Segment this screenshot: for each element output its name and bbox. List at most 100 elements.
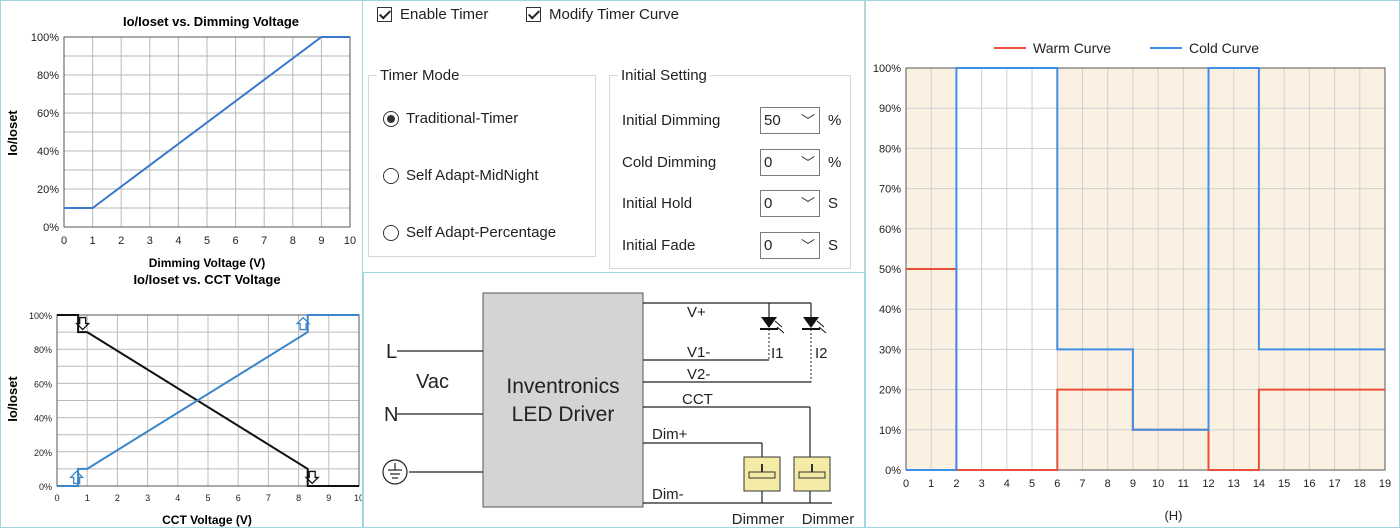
x-tick-label: 1: [928, 478, 934, 490]
y-tick-label: 60%: [37, 108, 59, 120]
y-tick-label: 70%: [879, 184, 901, 196]
led-2-icon: [802, 317, 827, 334]
input-vac-label: Vac: [416, 371, 449, 393]
dimming-voltage-chart: Io/Ioset vs. Dimming Voltage Dimming Vol…: [5, 14, 356, 270]
x-tick-label: 1: [90, 235, 96, 247]
out-cct-label: CCT: [682, 391, 713, 408]
chevron-down-icon[interactable]: ﹀: [801, 155, 815, 171]
input-l-label: L: [386, 341, 397, 363]
y-tick-label: 0%: [39, 482, 52, 492]
label-i1: I1: [771, 345, 784, 362]
x-tick-label: 0: [903, 478, 909, 490]
checkbox-checked-icon[interactable]: [377, 7, 392, 22]
x-tick-label: 14: [1253, 478, 1265, 490]
initial-fade-row: Initial Fade 0 ﹀ S: [622, 232, 852, 260]
y-tick-label: 40%: [879, 304, 901, 316]
x-tick-label: 12: [1202, 478, 1214, 490]
cold-dimming-select[interactable]: 0 ﹀: [760, 149, 820, 176]
initial-hold-label: Initial Hold: [622, 195, 693, 212]
plot-frame: [63, 36, 351, 228]
step-arrow-icon: [304, 470, 320, 485]
x-tick-label: 3: [147, 235, 153, 247]
led-driver-box: [482, 292, 644, 508]
x-tick-label: 8: [1105, 478, 1111, 490]
initial-setting-group: Initial Setting Initial Dimming 50 ﹀ % C…: [609, 67, 851, 269]
x-tick-label: 16: [1303, 478, 1315, 490]
dimmer-2-label: Dimmer: [802, 511, 855, 527]
x-tick-label: 5: [204, 235, 210, 247]
radio-selected-icon[interactable]: [383, 110, 399, 127]
x-tick-label: 10: [354, 493, 362, 503]
y-tick-label: 80%: [37, 70, 59, 82]
y-tick-label: 40%: [37, 146, 59, 158]
initial-dimming-select[interactable]: 50 ﹀: [760, 107, 820, 134]
initial-hold-select[interactable]: 0 ﹀: [760, 190, 820, 217]
x-tick-label: 11: [1178, 478, 1189, 490]
x-tick-label: 6: [236, 493, 241, 503]
x-tick-label: 3: [979, 478, 985, 490]
y-tick-label: 0%: [43, 222, 59, 234]
x-tick-label: 7: [266, 493, 271, 503]
timer-chart-xlabel: (H): [1164, 508, 1182, 523]
radio-unselected-icon[interactable]: [383, 224, 399, 241]
x-tick-label: 0: [61, 235, 67, 247]
radio-traditional-timer[interactable]: Traditional-Timer: [383, 110, 518, 127]
radio-label: Self Adapt-Percentage: [406, 224, 557, 241]
modify-timer-curve-checkbox[interactable]: Modify Timer Curve: [526, 6, 679, 23]
x-tick-label: 2: [118, 235, 124, 247]
initial-fade-select[interactable]: 0 ﹀: [760, 232, 820, 259]
timer-mode-legend: Timer Mode: [380, 67, 460, 84]
checkbox-checked-icon[interactable]: [526, 7, 541, 22]
dimmer-2-icon: [793, 456, 831, 492]
radio-unselected-icon[interactable]: [383, 167, 399, 184]
y-tick-label: 40%: [34, 414, 52, 424]
timer-mode-group: Timer Mode Traditional-Timer Self Adapt-…: [368, 67, 596, 257]
out-v2-label: V2-: [687, 366, 710, 383]
spec-charts-panel: Io/Ioset vs. Dimming Voltage Dimming Vol…: [0, 0, 363, 528]
x-tick-label: 8: [296, 493, 301, 503]
dimming-chart-title: Io/Ioset vs. Dimming Voltage: [123, 14, 299, 29]
label-i2: I2: [815, 345, 828, 362]
timer-settings-panel: Enable Timer Modify Timer Curve Timer Mo…: [363, 0, 865, 272]
y-tick-label: 80%: [879, 143, 901, 155]
y-tick-label: 60%: [34, 379, 52, 389]
radio-self-adapt-percentage[interactable]: Self Adapt-Percentage: [383, 224, 556, 241]
radio-label: Self Adapt-MidNight: [406, 167, 539, 184]
x-tick-label: 5: [205, 493, 210, 503]
cct-chart-title: Io/Ioset vs. CCT Voltage: [133, 272, 280, 287]
initial-fade-label: Initial Fade: [622, 237, 696, 254]
chevron-down-icon[interactable]: ﹀: [801, 196, 815, 212]
out-dimminus-label: Dim-: [652, 486, 684, 503]
x-tick-label: 19: [1379, 478, 1391, 490]
select-value: 50: [764, 112, 781, 129]
initial-hold-row: Initial Hold 0 ﹀ S: [622, 190, 852, 218]
plot-frame: [56, 314, 360, 487]
initial-dimming-label: Initial Dimming: [622, 112, 721, 129]
radio-label: Traditional-Timer: [406, 110, 519, 127]
series-line-2: [57, 314, 359, 487]
x-tick-label: 6: [233, 235, 239, 247]
radio-self-adapt-midnight[interactable]: Self Adapt-MidNight: [383, 167, 539, 184]
y-tick-label: 30%: [879, 344, 901, 356]
unit-label: S: [828, 237, 839, 254]
x-tick-label: 17: [1328, 478, 1340, 490]
y-tick-label: 50%: [879, 264, 901, 276]
enable-timer-checkbox[interactable]: Enable Timer: [377, 6, 488, 23]
y-tick-label: 80%: [34, 345, 52, 355]
chevron-down-icon[interactable]: ﹀: [801, 238, 815, 254]
y-tick-label: 100%: [31, 32, 59, 44]
x-tick-label: 1: [85, 493, 90, 503]
select-value: 0: [764, 154, 773, 171]
initial-dimming-row: Initial Dimming 50 ﹀ %: [622, 107, 852, 135]
x-tick-label: 4: [175, 493, 180, 503]
y-tick-label: 20%: [879, 385, 901, 397]
dimmer-1-icon: [743, 456, 781, 492]
x-tick-label: 3: [145, 493, 150, 503]
chevron-down-icon[interactable]: ﹀: [801, 113, 815, 129]
series-line-2: [906, 67, 1385, 471]
y-tick-label: 20%: [34, 448, 52, 458]
out-dimplus-label: Dim+: [652, 426, 688, 443]
legend-label: Warm Curve: [1033, 40, 1111, 56]
y-tick-label: 20%: [37, 184, 59, 196]
